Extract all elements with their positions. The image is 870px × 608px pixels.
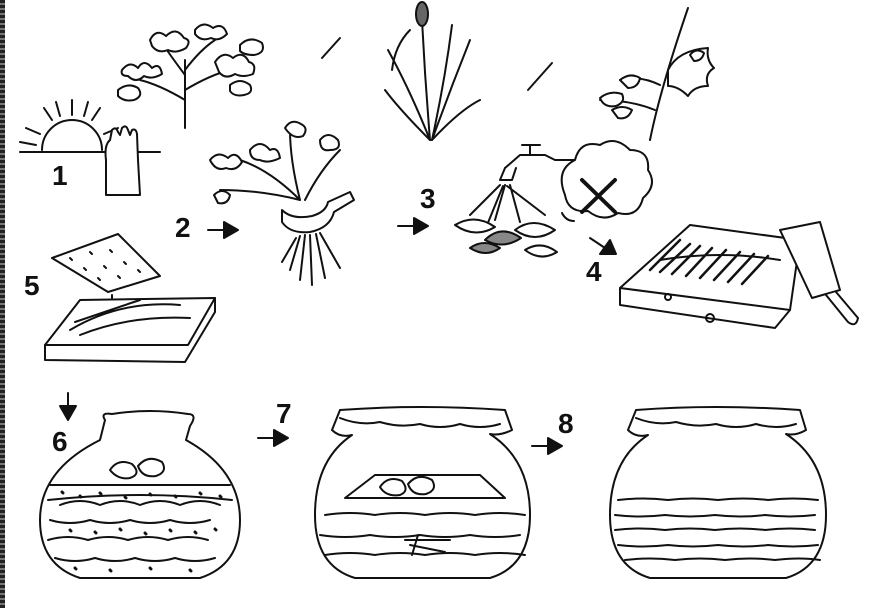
sunrise-icon xyxy=(20,100,160,152)
arrow-step-3 xyxy=(398,218,428,234)
covered-pot-with-weight-icon xyxy=(315,407,530,578)
step-number-5: 5 xyxy=(24,272,40,300)
arrow-step-6 xyxy=(60,393,76,420)
step-number-2: 2 xyxy=(175,214,191,242)
arrow-step-7 xyxy=(258,430,288,446)
washing-leaves-icon xyxy=(455,219,557,256)
salted-board-icon xyxy=(45,298,215,362)
divider-slash-2 xyxy=(528,63,552,90)
cutting-board-icon xyxy=(620,225,800,328)
step-number-6: 6 xyxy=(52,428,68,456)
herb-plant-icon xyxy=(600,8,714,140)
covered-pot-with-liquid-icon xyxy=(610,407,826,578)
step-number-1: 1 xyxy=(52,162,68,190)
no-wash-cross-icon xyxy=(562,141,652,221)
arrow-step-8 xyxy=(532,438,562,454)
harvested-bunch-icon xyxy=(210,122,354,285)
reed-plant-icon xyxy=(385,2,480,140)
hand-icon xyxy=(106,126,141,195)
step-number-7: 7 xyxy=(276,400,292,428)
layered-pot-icon xyxy=(40,411,240,578)
divider-slash-1 xyxy=(322,38,340,58)
wormwood-plant-icon xyxy=(118,24,263,128)
step-number-8: 8 xyxy=(558,410,574,438)
step-number-4: 4 xyxy=(586,258,602,286)
arrow-step-2 xyxy=(208,222,238,238)
arrow-step-4 xyxy=(590,238,616,254)
step-number-3: 3 xyxy=(420,185,436,213)
